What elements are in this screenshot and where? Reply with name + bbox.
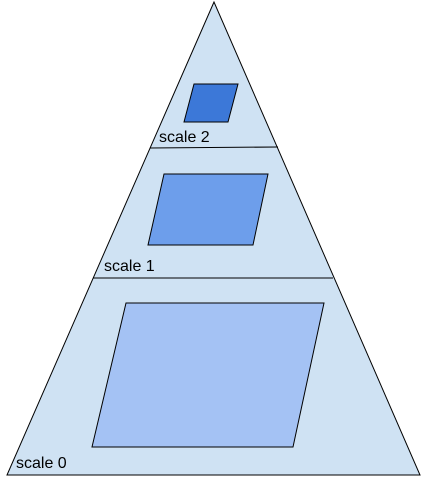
- scale-2-label: scale 2: [159, 129, 210, 146]
- divider-scale-2-1: [149, 146, 279, 149]
- patch-scale-2: [183, 83, 239, 123]
- scale-1-label: scale 1: [104, 258, 155, 275]
- patch-scale-0: [91, 302, 325, 448]
- scale-0-label: scale 0: [16, 455, 67, 472]
- patch-scale-1: [147, 173, 269, 246]
